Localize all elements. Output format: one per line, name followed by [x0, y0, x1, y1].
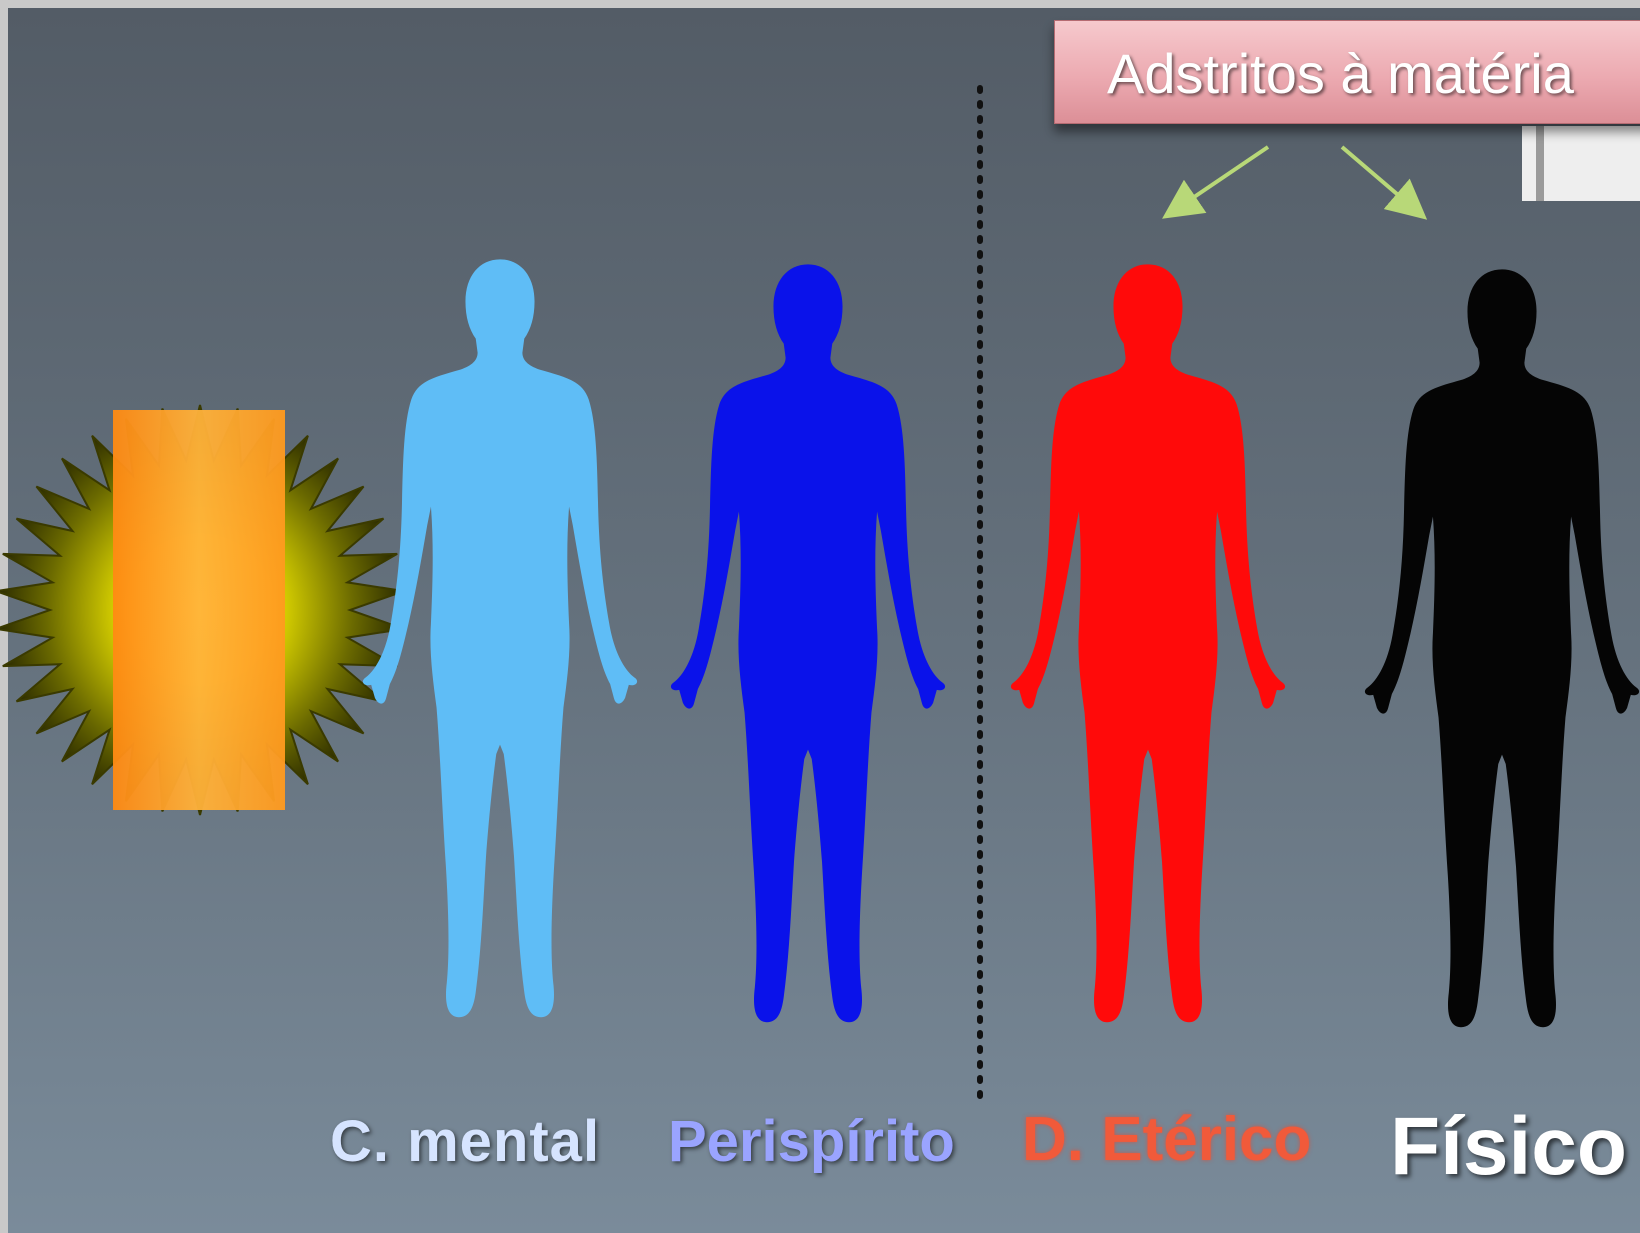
label-perispirit: Perispírito	[668, 1109, 955, 1174]
callout-text: Adstritos à matéria	[1107, 42, 1574, 105]
arrow-to-etheric-icon	[1162, 145, 1270, 219]
label-physical-body: Físico	[1390, 1101, 1627, 1192]
label-mental-body: C. mental	[330, 1109, 601, 1174]
edge-bracket-gap	[1536, 126, 1544, 201]
energy-letter-e-icon	[113, 410, 285, 810]
label-etheric-body: D. Etérico	[1022, 1105, 1312, 1174]
callout-box: Adstritos à matéria	[1054, 20, 1640, 124]
arrow-to-physical-icon	[1340, 145, 1428, 220]
